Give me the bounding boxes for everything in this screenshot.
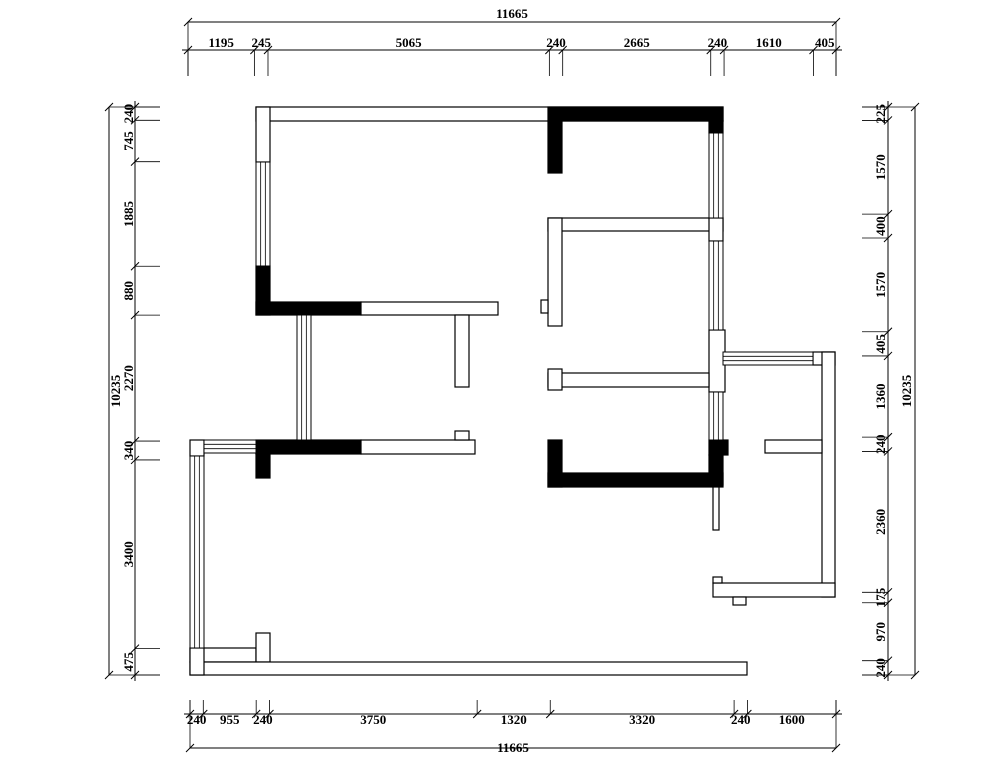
dimension-segment-label: 745 [121,131,136,151]
partition-wall [189,661,748,676]
dimension-segment-label: 240 [873,658,888,678]
window [255,161,271,267]
dimension-segment-label: 1610 [756,35,782,50]
partition-wall [712,582,836,598]
dimension-segment-label: 3320 [629,712,655,727]
dimension-segment-label: 175 [873,587,888,607]
dimension-segment-label: 880 [121,281,136,301]
partition-wall [547,217,724,232]
dimension-segment-label: 3400 [121,541,136,567]
dimension-segment-label: 225 [873,103,888,123]
dimension-segment-label: 240 [731,712,751,727]
partition-wall [189,439,205,457]
dimension-total-label: 11665 [497,740,529,755]
partition-wall [712,576,723,584]
dimension-segment-label: 2665 [624,35,651,50]
dimension-segment-label: 1570 [873,272,888,298]
window [708,240,724,331]
partition-wall [712,486,720,531]
dimension-segment-label: 240 [253,712,273,727]
partition-wall [189,647,205,676]
dimension-segment-label: 405 [815,35,835,50]
dimension-segment-label: 340 [121,441,136,461]
bearing-wall [255,453,271,479]
window [203,439,257,454]
window-frame [708,132,724,219]
partition-wall [764,439,823,454]
dimension-total-label: 11665 [496,6,528,21]
window [722,351,814,366]
bearing-wall [547,439,563,488]
window [708,391,724,441]
partition-wall [540,299,549,314]
dimension-segment-label: 2360 [873,509,888,535]
partition-wall [708,217,724,242]
window [708,132,724,219]
bearing-wall [547,472,724,488]
dimension-segment-label: 1570 [873,154,888,180]
dimension-segment-label: 1360 [873,384,888,410]
dimension-lines: 11665 1195 245 5065 240 2665 240 1610 405 11665 24… [104,6,920,755]
bottom-dimensions: 11665 240 955 240 3750 1320 3320 240 1600 [184,700,842,755]
dimension-segment-label: 405 [873,334,888,354]
window [296,314,312,441]
dimension-segment-label: 955 [220,712,240,727]
bearing-wall [255,439,362,455]
dimension-total-label: 10235 [108,374,123,407]
window [189,455,205,649]
window-frame [722,351,814,366]
dimension-segment-label: 1600 [779,712,805,727]
dimension-total-label: 10235 [899,374,914,407]
window-frame [708,240,724,331]
window-frame [296,314,312,441]
dimension-segment-label: 475 [121,652,136,672]
partition-wall [360,439,476,455]
bearing-wall [547,106,724,122]
bearing-wall [708,120,724,134]
partition-wall [255,632,271,663]
partition-wall [547,217,563,327]
partition-wall [454,314,470,388]
walls [189,106,836,676]
partition-wall [547,372,710,388]
right-dimensions: 10235 225 1570 400 1570 405 1360 240 2360 175 970 2… [862,101,920,681]
bearing-wall [255,301,362,316]
window-frame [189,455,205,649]
top-dimensions: 11665 1195 245 5065 240 2665 240 1610 405 [182,6,842,76]
dimension-segment-label: 2270 [121,365,136,391]
partition-wall [821,351,836,598]
dimension-segment-label: 400 [873,216,888,236]
window-frame [255,161,271,267]
dimension-segment-label: 970 [873,622,888,642]
windows [189,132,814,649]
partition-wall [454,430,470,441]
dimension-segment-label: 5065 [396,35,423,50]
dimension-segment-label: 245 [251,35,271,50]
dimension-segment-label: 1195 [209,35,235,50]
dimension-segment-label: 240 [546,35,566,50]
partition-wall [732,596,747,606]
bearing-wall [708,439,729,456]
partition-wall [360,301,499,316]
partition-wall [547,368,563,391]
window-frame [203,439,257,454]
window-frame [708,391,724,441]
dimension-segment-label: 1320 [501,712,527,727]
dimension-segment-label: 240 [187,712,207,727]
bearing-wall [547,120,563,174]
partition-wall [255,106,271,163]
left-dimensions: 10235 240 745 1885 880 2270 340 3400 475 [104,101,160,681]
dimension-segment-label: 240 [121,104,136,124]
dimension-segment-label: 240 [873,435,888,455]
dimension-segment-label: 3750 [360,712,386,727]
dimension-segment-label: 240 [708,35,728,50]
dimension-segment-label: 1885 [121,200,136,227]
